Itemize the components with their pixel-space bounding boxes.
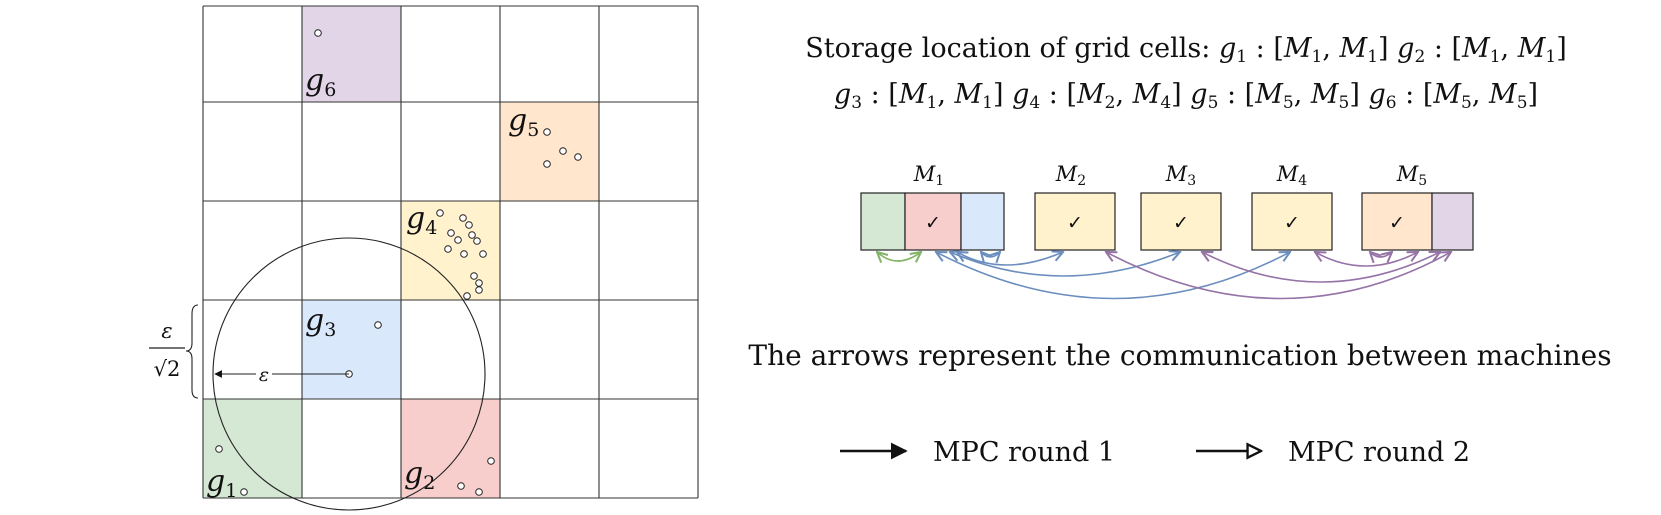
machine-label-2: M2 — [1055, 162, 1086, 189]
epsilon-circle — [212, 237, 486, 511]
storage-line-1: Storage location of grid cells: g1 : [M1… — [805, 33, 1567, 67]
point — [487, 457, 495, 465]
svg-text:√2: √2 — [154, 357, 181, 381]
point — [215, 445, 223, 453]
point — [468, 231, 476, 239]
g6-label: g6 — [305, 63, 336, 101]
m5-slot-orange — [1361, 192, 1433, 251]
point — [470, 272, 478, 280]
g2-label: g2 — [404, 456, 435, 494]
point — [479, 250, 487, 258]
machine-label-3: M3 — [1165, 162, 1196, 189]
m1-slot-blue — [960, 192, 1005, 251]
radius-label: ε — [259, 364, 269, 386]
cell-g6 — [302, 6, 401, 102]
machine-check-2: ✓ — [1067, 212, 1083, 234]
side-brace — [185, 304, 199, 399]
point — [459, 214, 467, 222]
cell-g5 — [500, 102, 599, 201]
point — [436, 209, 444, 217]
arrow-purple — [1202, 252, 1440, 283]
m1-slot-green — [860, 192, 906, 251]
machines: M1 ✓ M2 ✓ M3 ✓ M4 ✓ M5 ✓ — [860, 162, 1474, 251]
arrow-blue — [950, 252, 1180, 277]
point — [447, 229, 455, 237]
point — [444, 245, 452, 253]
radius-label-bg — [256, 364, 272, 384]
side-label: ε √2 — [149, 319, 185, 381]
legend-label-round-2: MPC round 2 — [1288, 437, 1470, 468]
machine-check-4: ✓ — [1284, 212, 1300, 234]
m1-slot-red — [904, 192, 962, 251]
point — [543, 128, 551, 136]
points — [215, 29, 582, 496]
legend: MPC round 1 MPC round 2 — [840, 437, 1470, 468]
grid-lines — [202, 5, 699, 499]
machine-label-1: M1 — [913, 162, 944, 189]
cell-g2 — [401, 399, 500, 498]
machine-label-5: M5 — [1396, 162, 1427, 189]
m4-slot — [1251, 192, 1333, 251]
arrow-purple — [1315, 252, 1418, 267]
point — [475, 488, 483, 496]
machine-check-5: ✓ — [1389, 212, 1405, 234]
point — [473, 237, 481, 245]
point — [574, 153, 582, 161]
g3-label: g3 — [305, 303, 336, 341]
point — [314, 29, 322, 37]
arrow-green — [877, 252, 921, 261]
arrow-blue — [957, 252, 1063, 266]
point — [559, 147, 567, 155]
g1-label: g1 — [206, 464, 237, 502]
machine-label-4: M4 — [1276, 162, 1308, 189]
m5-slot-purple — [1431, 192, 1474, 251]
svg-text:ε: ε — [161, 319, 172, 343]
point — [460, 250, 468, 258]
point — [454, 236, 462, 244]
point — [457, 482, 465, 490]
point — [543, 160, 551, 168]
m2-slot — [1034, 192, 1116, 251]
storage-line-2: g3 : [M1, M1] g4 : [M2, M4] g5 : [M5, M5… — [834, 79, 1538, 113]
arrow-purple — [1106, 252, 1451, 300]
grid: ε ε √2 g1 g2 g3 g4 g5 g6 — [149, 5, 699, 511]
communication-note: The arrows represent the communication b… — [748, 339, 1611, 372]
machine-check-3: ✓ — [1173, 212, 1189, 234]
arrow-purple — [1370, 252, 1392, 257]
point — [475, 279, 483, 287]
cell-g3 — [302, 300, 401, 399]
point — [374, 321, 382, 329]
point — [240, 488, 248, 496]
g4-label: g4 — [406, 201, 437, 239]
point — [465, 221, 473, 229]
point — [463, 292, 471, 300]
arrow-blue — [936, 252, 1290, 300]
communication-arrows — [877, 252, 1451, 300]
g5-label: g5 — [508, 103, 539, 141]
storage-heading: Storage location of grid cells: g1 : [M1… — [805, 33, 1567, 113]
arrow-blue — [981, 252, 1000, 257]
legend-label-round-1: MPC round 1 — [933, 437, 1115, 468]
machine-check-1: ✓ — [925, 212, 941, 234]
m3-slot — [1140, 192, 1222, 251]
point — [475, 286, 483, 294]
